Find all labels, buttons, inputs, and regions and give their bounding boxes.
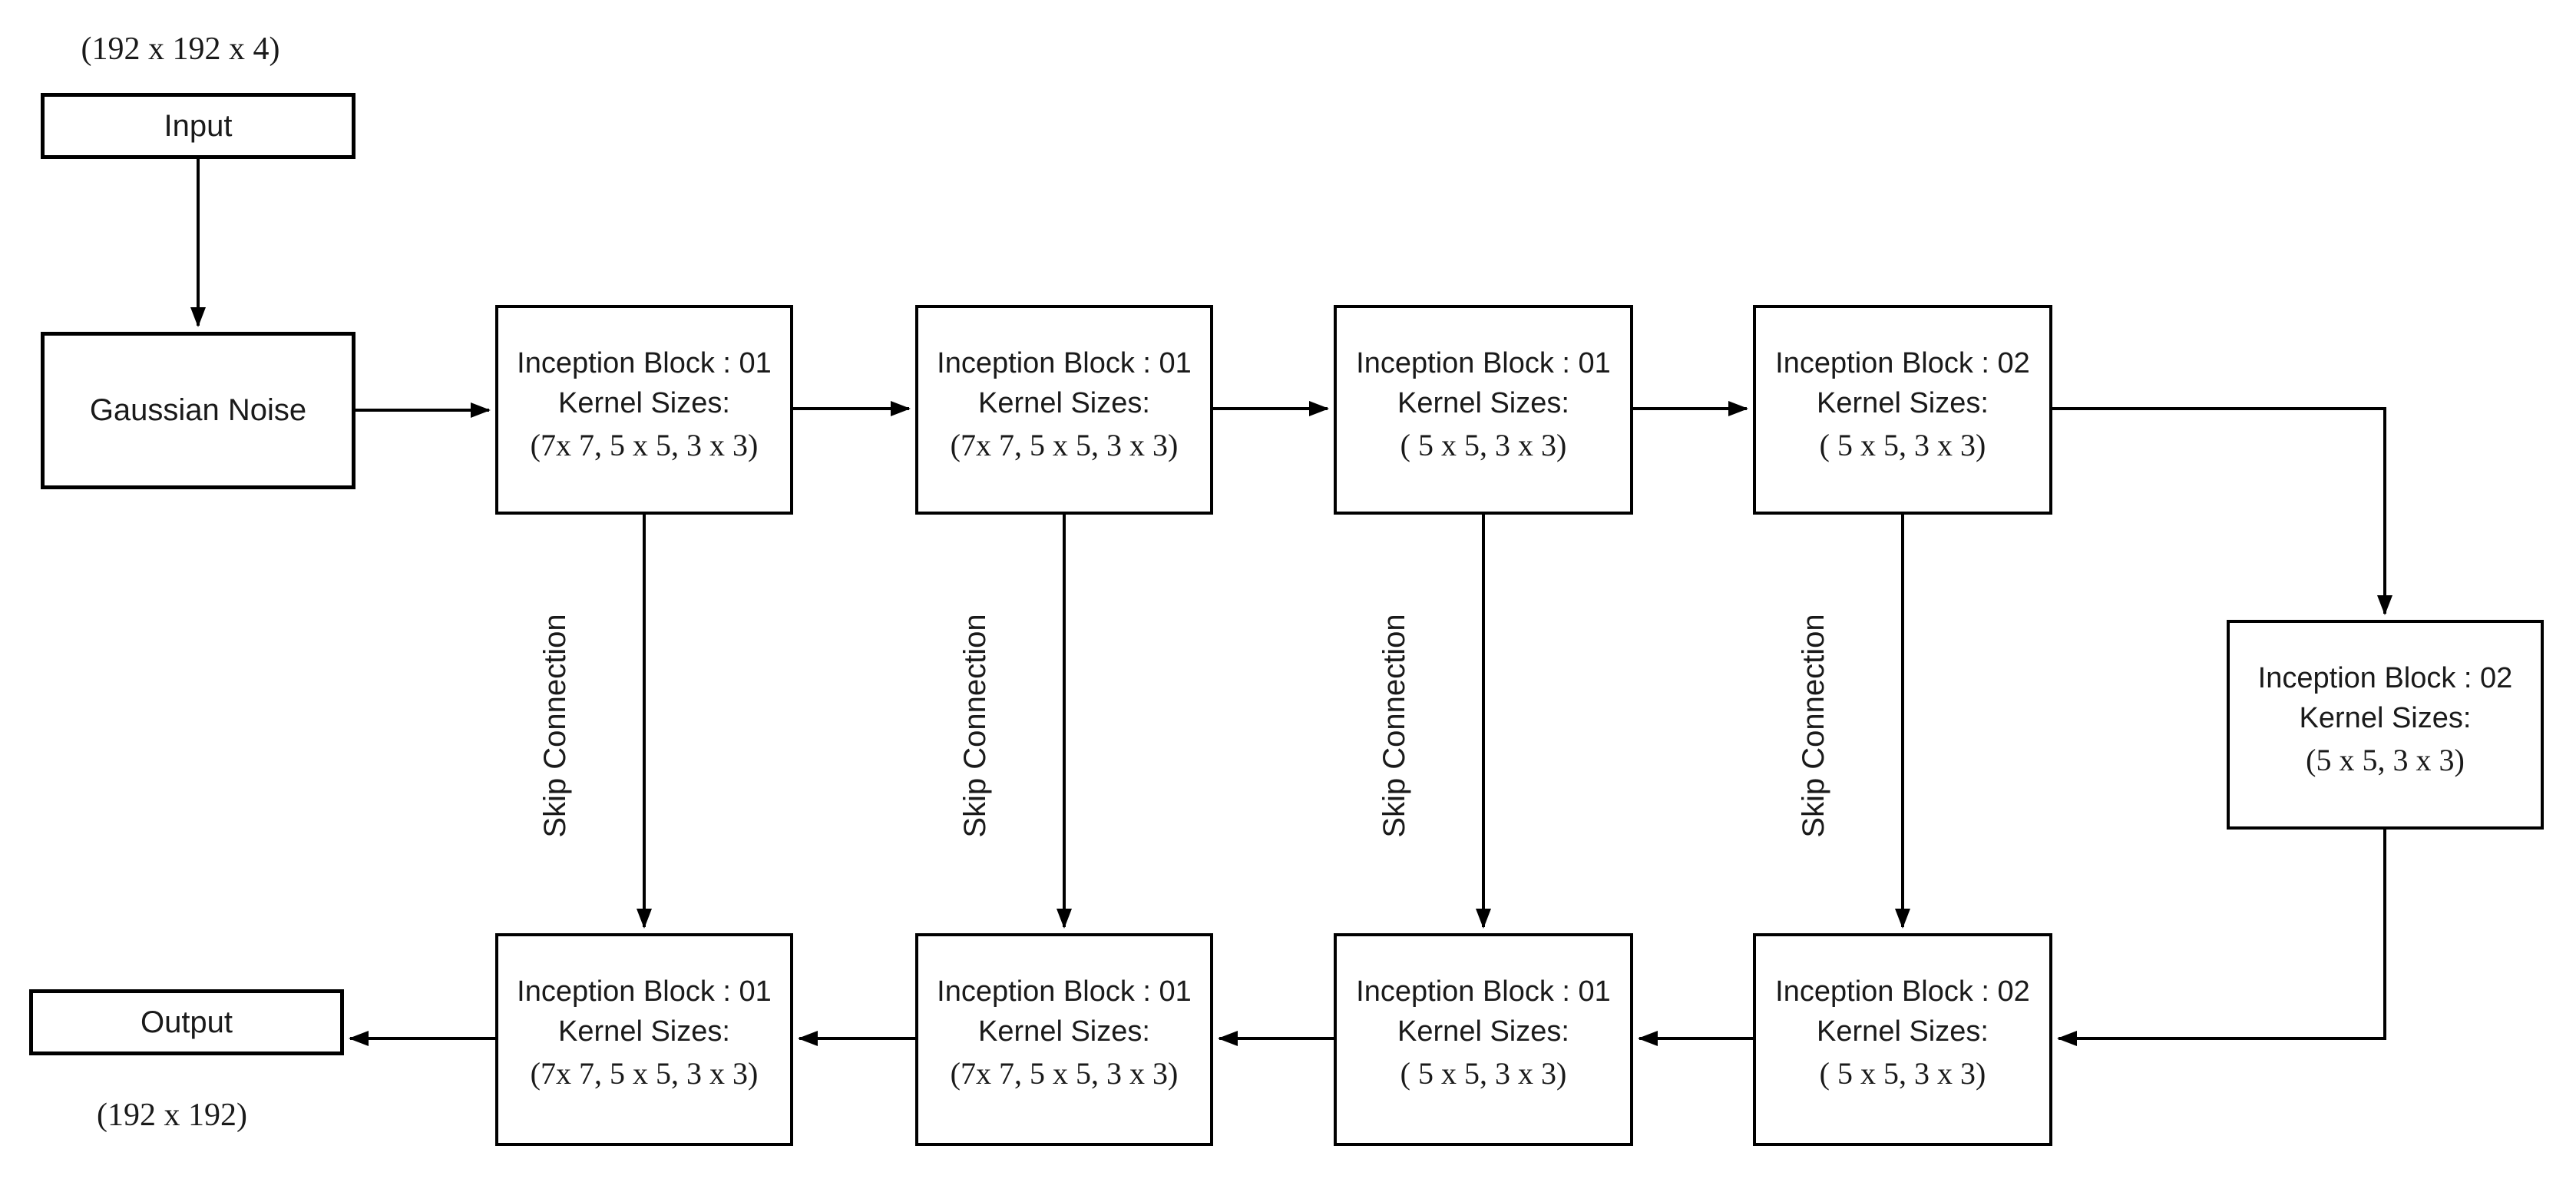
decoder-block-2: Inception Block : 01 Kernel Sizes: (7x 7… (915, 933, 1213, 1146)
decoder-block-4: Inception Block : 02 Kernel Sizes: ( 5 x… (1753, 933, 2052, 1146)
block-subtitle: Kernel Sizes: (1817, 1015, 1989, 1048)
block-kernels: (5 x 5, 3 x 3) (2306, 742, 2465, 777)
block-kernels: ( 5 x 5, 3 x 3) (1819, 1055, 1986, 1091)
skip-connection-label-4: Skip Connection (1797, 614, 1830, 838)
block-title: Inception Block : 02 (1775, 347, 2030, 379)
block-title: Inception Block : 01 (937, 975, 1192, 1008)
output-shape-label: (192 x 192) (97, 1098, 247, 1133)
block-kernels: ( 5 x 5, 3 x 3) (1819, 427, 1986, 462)
bottleneck-block: Inception Block : 02 Kernel Sizes: (5 x … (2227, 620, 2544, 830)
block-subtitle: Kernel Sizes: (1397, 1015, 1569, 1048)
block-kernels: (7x 7, 5 x 5, 3 x 3) (530, 1055, 759, 1091)
arrow-encoder4-to-bottleneck (2052, 407, 2392, 615)
block-subtitle: Kernel Sizes: (1817, 387, 1989, 420)
block-title: Inception Block : 01 (937, 347, 1192, 379)
skip-connection-label-3: Skip Connection (1377, 614, 1411, 838)
block-title: Inception Block : 01 (517, 975, 772, 1008)
output-box-label: Output (140, 1005, 233, 1039)
arrow-bottleneck-to-decoder4 (2057, 830, 2386, 1046)
block-kernels: (7x 7, 5 x 5, 3 x 3) (950, 427, 1179, 462)
block-subtitle: Kernel Sizes: (978, 387, 1150, 420)
gaussian-noise-box: Gaussian Noise (41, 332, 355, 489)
skip-connection-label-2: Skip Connection (958, 614, 992, 838)
block-kernels: ( 5 x 5, 3 x 3) (1400, 427, 1567, 462)
block-title: Inception Block : 02 (2257, 662, 2513, 694)
input-box: Input (41, 93, 355, 159)
block-subtitle: Kernel Sizes: (1397, 387, 1569, 420)
input-box-label: Input (164, 108, 233, 143)
block-title: Inception Block : 01 (1356, 975, 1611, 1008)
block-subtitle: Kernel Sizes: (558, 1015, 730, 1048)
block-kernels: (7x 7, 5 x 5, 3 x 3) (950, 1055, 1179, 1091)
block-title: Inception Block : 01 (1356, 347, 1611, 379)
input-shape-label: (192 x 192 x 4) (81, 31, 280, 67)
skip-connection-label-1: Skip Connection (538, 614, 572, 838)
output-box: Output (29, 989, 344, 1055)
block-title: Inception Block : 01 (517, 347, 772, 379)
encoder-block-1: Inception Block : 01 Kernel Sizes: (7x 7… (495, 305, 793, 515)
gaussian-noise-label: Gaussian Noise (89, 393, 307, 427)
block-subtitle: Kernel Sizes: (2299, 702, 2472, 735)
encoder-block-4: Inception Block : 02 Kernel Sizes: ( 5 x… (1753, 305, 2052, 515)
block-kernels: ( 5 x 5, 3 x 3) (1400, 1055, 1567, 1091)
block-kernels: (7x 7, 5 x 5, 3 x 3) (530, 427, 759, 462)
decoder-block-3: Inception Block : 01 Kernel Sizes: ( 5 x… (1334, 933, 1633, 1146)
encoder-block-2: Inception Block : 01 Kernel Sizes: (7x 7… (915, 305, 1213, 515)
decoder-block-1: Inception Block : 01 Kernel Sizes: (7x 7… (495, 933, 793, 1146)
block-subtitle: Kernel Sizes: (978, 1015, 1150, 1048)
encoder-block-3: Inception Block : 01 Kernel Sizes: ( 5 x… (1334, 305, 1633, 515)
block-title: Inception Block : 02 (1775, 975, 2030, 1008)
block-subtitle: Kernel Sizes: (558, 387, 730, 420)
